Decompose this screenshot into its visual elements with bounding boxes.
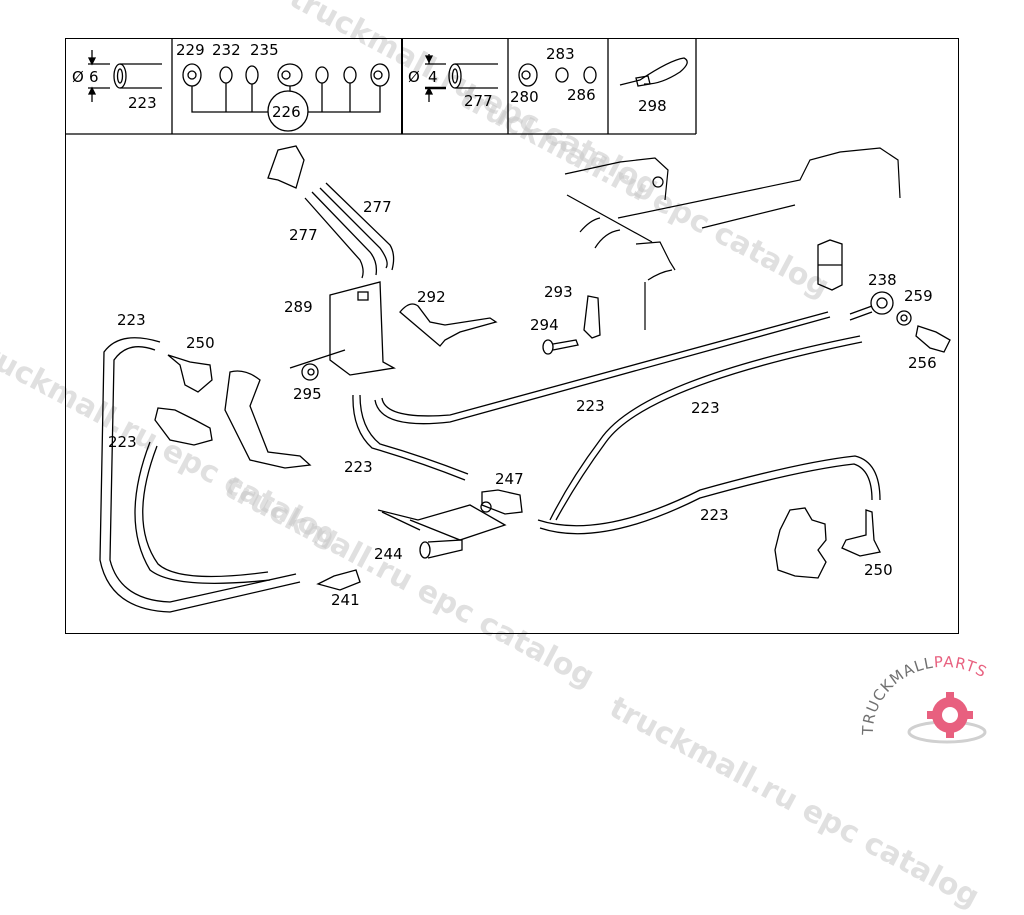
bolt-256 <box>915 325 951 353</box>
part-number: 286 <box>567 86 596 104</box>
distributor-block <box>774 507 827 579</box>
part-number: 283 <box>546 45 575 63</box>
part-number: 277 <box>464 92 493 110</box>
elbow-250-left <box>167 354 213 393</box>
hose-223-lower-right <box>537 455 881 535</box>
hose-223-center <box>352 394 469 481</box>
callout-259: 259 <box>904 287 933 305</box>
gear-icon <box>907 692 987 744</box>
part-number: 280 <box>510 88 539 106</box>
callout-277: 277 <box>363 198 392 216</box>
truckmall-parts-logo: TRUCKMALLPARTS <box>859 653 990 744</box>
legend-hose-6: Ø 6 223 <box>72 50 162 112</box>
legend-cable-tie: 298 <box>619 57 688 115</box>
callout-223: 223 <box>117 311 146 329</box>
hose-277-pair <box>267 145 395 279</box>
part-number: 223 <box>128 94 157 112</box>
engine-block-outline <box>564 147 901 330</box>
legend-fittings-set: 229 232 235 226 <box>176 41 390 132</box>
logo-text-accent: PARTS <box>933 653 990 682</box>
callouts: 277 277 289 292 293 294 238 259 256 295 … <box>108 198 937 609</box>
nut-295 <box>301 363 319 381</box>
tee-247 <box>480 489 523 515</box>
callout-223: 223 <box>691 399 720 417</box>
plate-244 <box>377 504 507 541</box>
group-number: 226 <box>272 103 301 121</box>
bracket-289 <box>289 281 396 376</box>
callout-289: 289 <box>284 298 313 316</box>
legend-hose-4: Ø 4 277 <box>408 54 498 110</box>
connector-241 <box>316 569 361 591</box>
connector-244 <box>419 539 463 559</box>
banjo-238 <box>849 291 894 321</box>
callout-223: 223 <box>108 433 137 451</box>
part-number: 298 <box>638 97 667 115</box>
fitting-left-center <box>154 407 213 446</box>
callout-256: 256 <box>908 354 937 372</box>
parts-diagram: Ø 6 223 229 232 235 226 Ø 4 277 <box>65 38 951 613</box>
legend-strip <box>65 38 697 135</box>
hose-223-left-loop <box>99 337 301 613</box>
callout-238: 238 <box>868 271 897 289</box>
elbow-250-right <box>841 509 881 557</box>
pipe-elbow <box>224 370 312 469</box>
screw-294 <box>542 339 579 355</box>
callout-241: 241 <box>331 591 360 609</box>
callout-223: 223 <box>700 506 729 524</box>
diameter-value: 4 <box>428 68 438 86</box>
washer-259 <box>896 310 912 326</box>
callout-277: 277 <box>289 226 318 244</box>
bracket-292 <box>399 303 498 347</box>
callout-250: 250 <box>186 334 215 352</box>
callout-292: 292 <box>417 288 446 306</box>
clip-293 <box>583 295 601 339</box>
diagram-frame <box>65 38 959 634</box>
callout-295: 295 <box>293 385 322 403</box>
callout-293: 293 <box>544 283 573 301</box>
legend-nut-set: 283 280 286 <box>510 45 597 106</box>
callout-244: 244 <box>374 545 403 563</box>
part-number: 235 <box>250 41 279 59</box>
callout-294: 294 <box>530 316 559 334</box>
part-number: 229 <box>176 41 205 59</box>
diameter-value: 6 <box>89 68 99 86</box>
diameter-symbol: Ø <box>408 68 420 86</box>
hose-223-long <box>374 311 863 521</box>
callout-247: 247 <box>495 470 524 488</box>
callout-223: 223 <box>576 397 605 415</box>
callout-223: 223 <box>344 458 373 476</box>
part-number: 232 <box>212 41 241 59</box>
callout-250: 250 <box>864 561 893 579</box>
clamp-block <box>817 239 843 291</box>
diameter-symbol: Ø <box>72 68 84 86</box>
